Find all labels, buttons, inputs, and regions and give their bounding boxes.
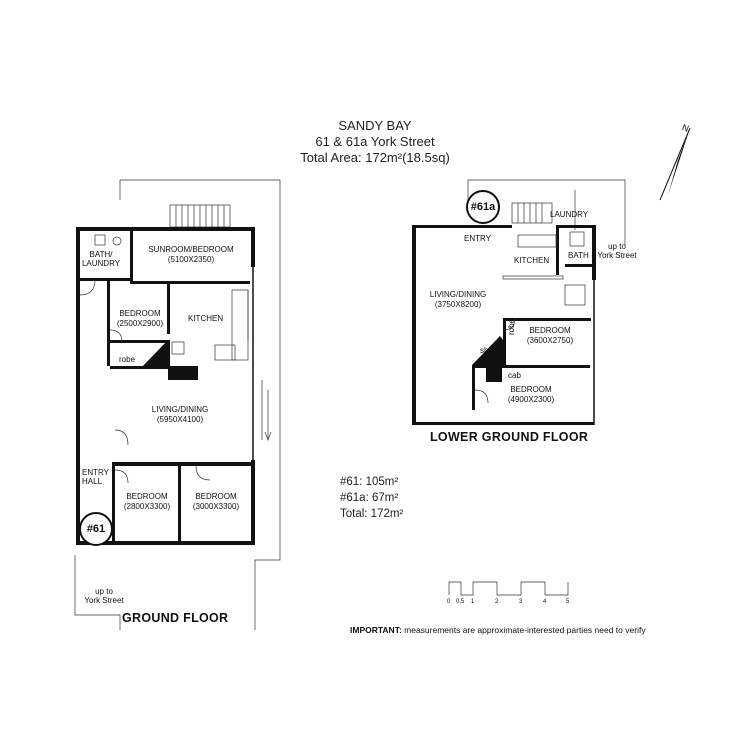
area-61a: #61a: 67m² bbox=[340, 492, 399, 504]
room-sunroom-bedroom: SUNROOM/BEDROOM bbox=[148, 245, 234, 254]
room-living-dining-lower-dims: (3750X8200) bbox=[434, 300, 482, 309]
room-bedroom-3: BEDROOM bbox=[195, 492, 237, 501]
scale-label-5: 5 bbox=[566, 599, 570, 605]
room-bedroom-2: BEDROOM bbox=[126, 492, 168, 501]
title-line-2: 61 & 61a York Street bbox=[315, 134, 435, 149]
room-bedroom-3-dims: (3000X3300) bbox=[192, 502, 240, 511]
room-living-dining: LIVING/DINING bbox=[151, 405, 209, 414]
unit-badge-61a: #61a bbox=[466, 190, 500, 224]
room-bedroom-lower-2-dims: (4900X2300) bbox=[507, 395, 555, 404]
compass-needle bbox=[659, 127, 691, 201]
title-line-1: SANDY BAY bbox=[338, 118, 412, 133]
scale-label-3: 3 bbox=[519, 599, 523, 605]
unit-badge-61: #61 bbox=[79, 512, 113, 546]
robe-label: robe bbox=[119, 355, 136, 364]
up-to-york-street-ground: up to York Street bbox=[84, 587, 124, 605]
scale-label-0: 0 bbox=[447, 599, 451, 605]
room-bedroom-2-dims: (2800X3300) bbox=[123, 502, 171, 511]
area-summary: #61: 105m² #61a: 67m² Total: 172m² bbox=[340, 474, 403, 522]
scale-bar bbox=[448, 581, 569, 596]
area-total: Total: 172m² bbox=[340, 508, 404, 520]
room-kitchen: KITCHEN bbox=[188, 314, 224, 323]
robe-lower-label: robe bbox=[507, 318, 516, 335]
stairs bbox=[169, 204, 231, 228]
room-kitchen-lower: KITCHEN bbox=[514, 256, 550, 265]
room-bedroom-lower-1: BEDROOM bbox=[529, 326, 571, 335]
disclaimer-rest: measurements are approximate-interested … bbox=[401, 625, 646, 635]
room-bedroom-lower-2: BEDROOM bbox=[510, 385, 552, 394]
ground-floor-heading: GROUND FLOOR bbox=[122, 611, 229, 625]
scale-label-1: 1 bbox=[471, 599, 475, 605]
room-bedroom-1: BEDROOM bbox=[119, 309, 161, 318]
lower-ground-floor-heading: LOWER GROUND FLOOR bbox=[430, 430, 589, 444]
room-bedroom-1-dims: (2500X2900) bbox=[116, 319, 164, 328]
room-sunroom-dims: (5100X2350) bbox=[167, 255, 215, 264]
plan-title: SANDY BAY 61 & 61a York Street Total Are… bbox=[255, 118, 495, 166]
up-to-york-street-lower: up to York Street bbox=[597, 242, 637, 260]
title-line-3: Total Area: 172m²(18.5sq) bbox=[300, 150, 450, 165]
room-living-dining-lower: LIVING/DINING bbox=[429, 290, 487, 299]
disclaimer-bold: IMPORTANT: bbox=[350, 625, 402, 635]
room-laundry: LAUNDRY bbox=[550, 210, 589, 219]
cabinet-label: cab bbox=[508, 371, 521, 380]
room-bath-laundry: BATH/ LAUNDRY bbox=[81, 250, 121, 268]
area-61: #61: 105m² bbox=[340, 476, 399, 488]
room-living-dims: (5950X4100) bbox=[156, 415, 204, 424]
scale-label-2: 2 bbox=[495, 599, 499, 605]
scale-label-0-5: 0.5 bbox=[456, 599, 465, 605]
shelves-label: shlv bbox=[480, 346, 495, 355]
disclaimer: IMPORTANT: measurements are approximate-… bbox=[350, 625, 646, 635]
stairs-lower bbox=[511, 202, 553, 224]
room-bath: BATH bbox=[568, 251, 589, 260]
room-bedroom-lower-1-dims: (3600X2750) bbox=[526, 336, 574, 345]
room-entry: ENTRY bbox=[464, 234, 491, 243]
scale-label-4: 4 bbox=[543, 599, 547, 605]
room-entry-hall: ENTRY HALL bbox=[82, 468, 109, 486]
